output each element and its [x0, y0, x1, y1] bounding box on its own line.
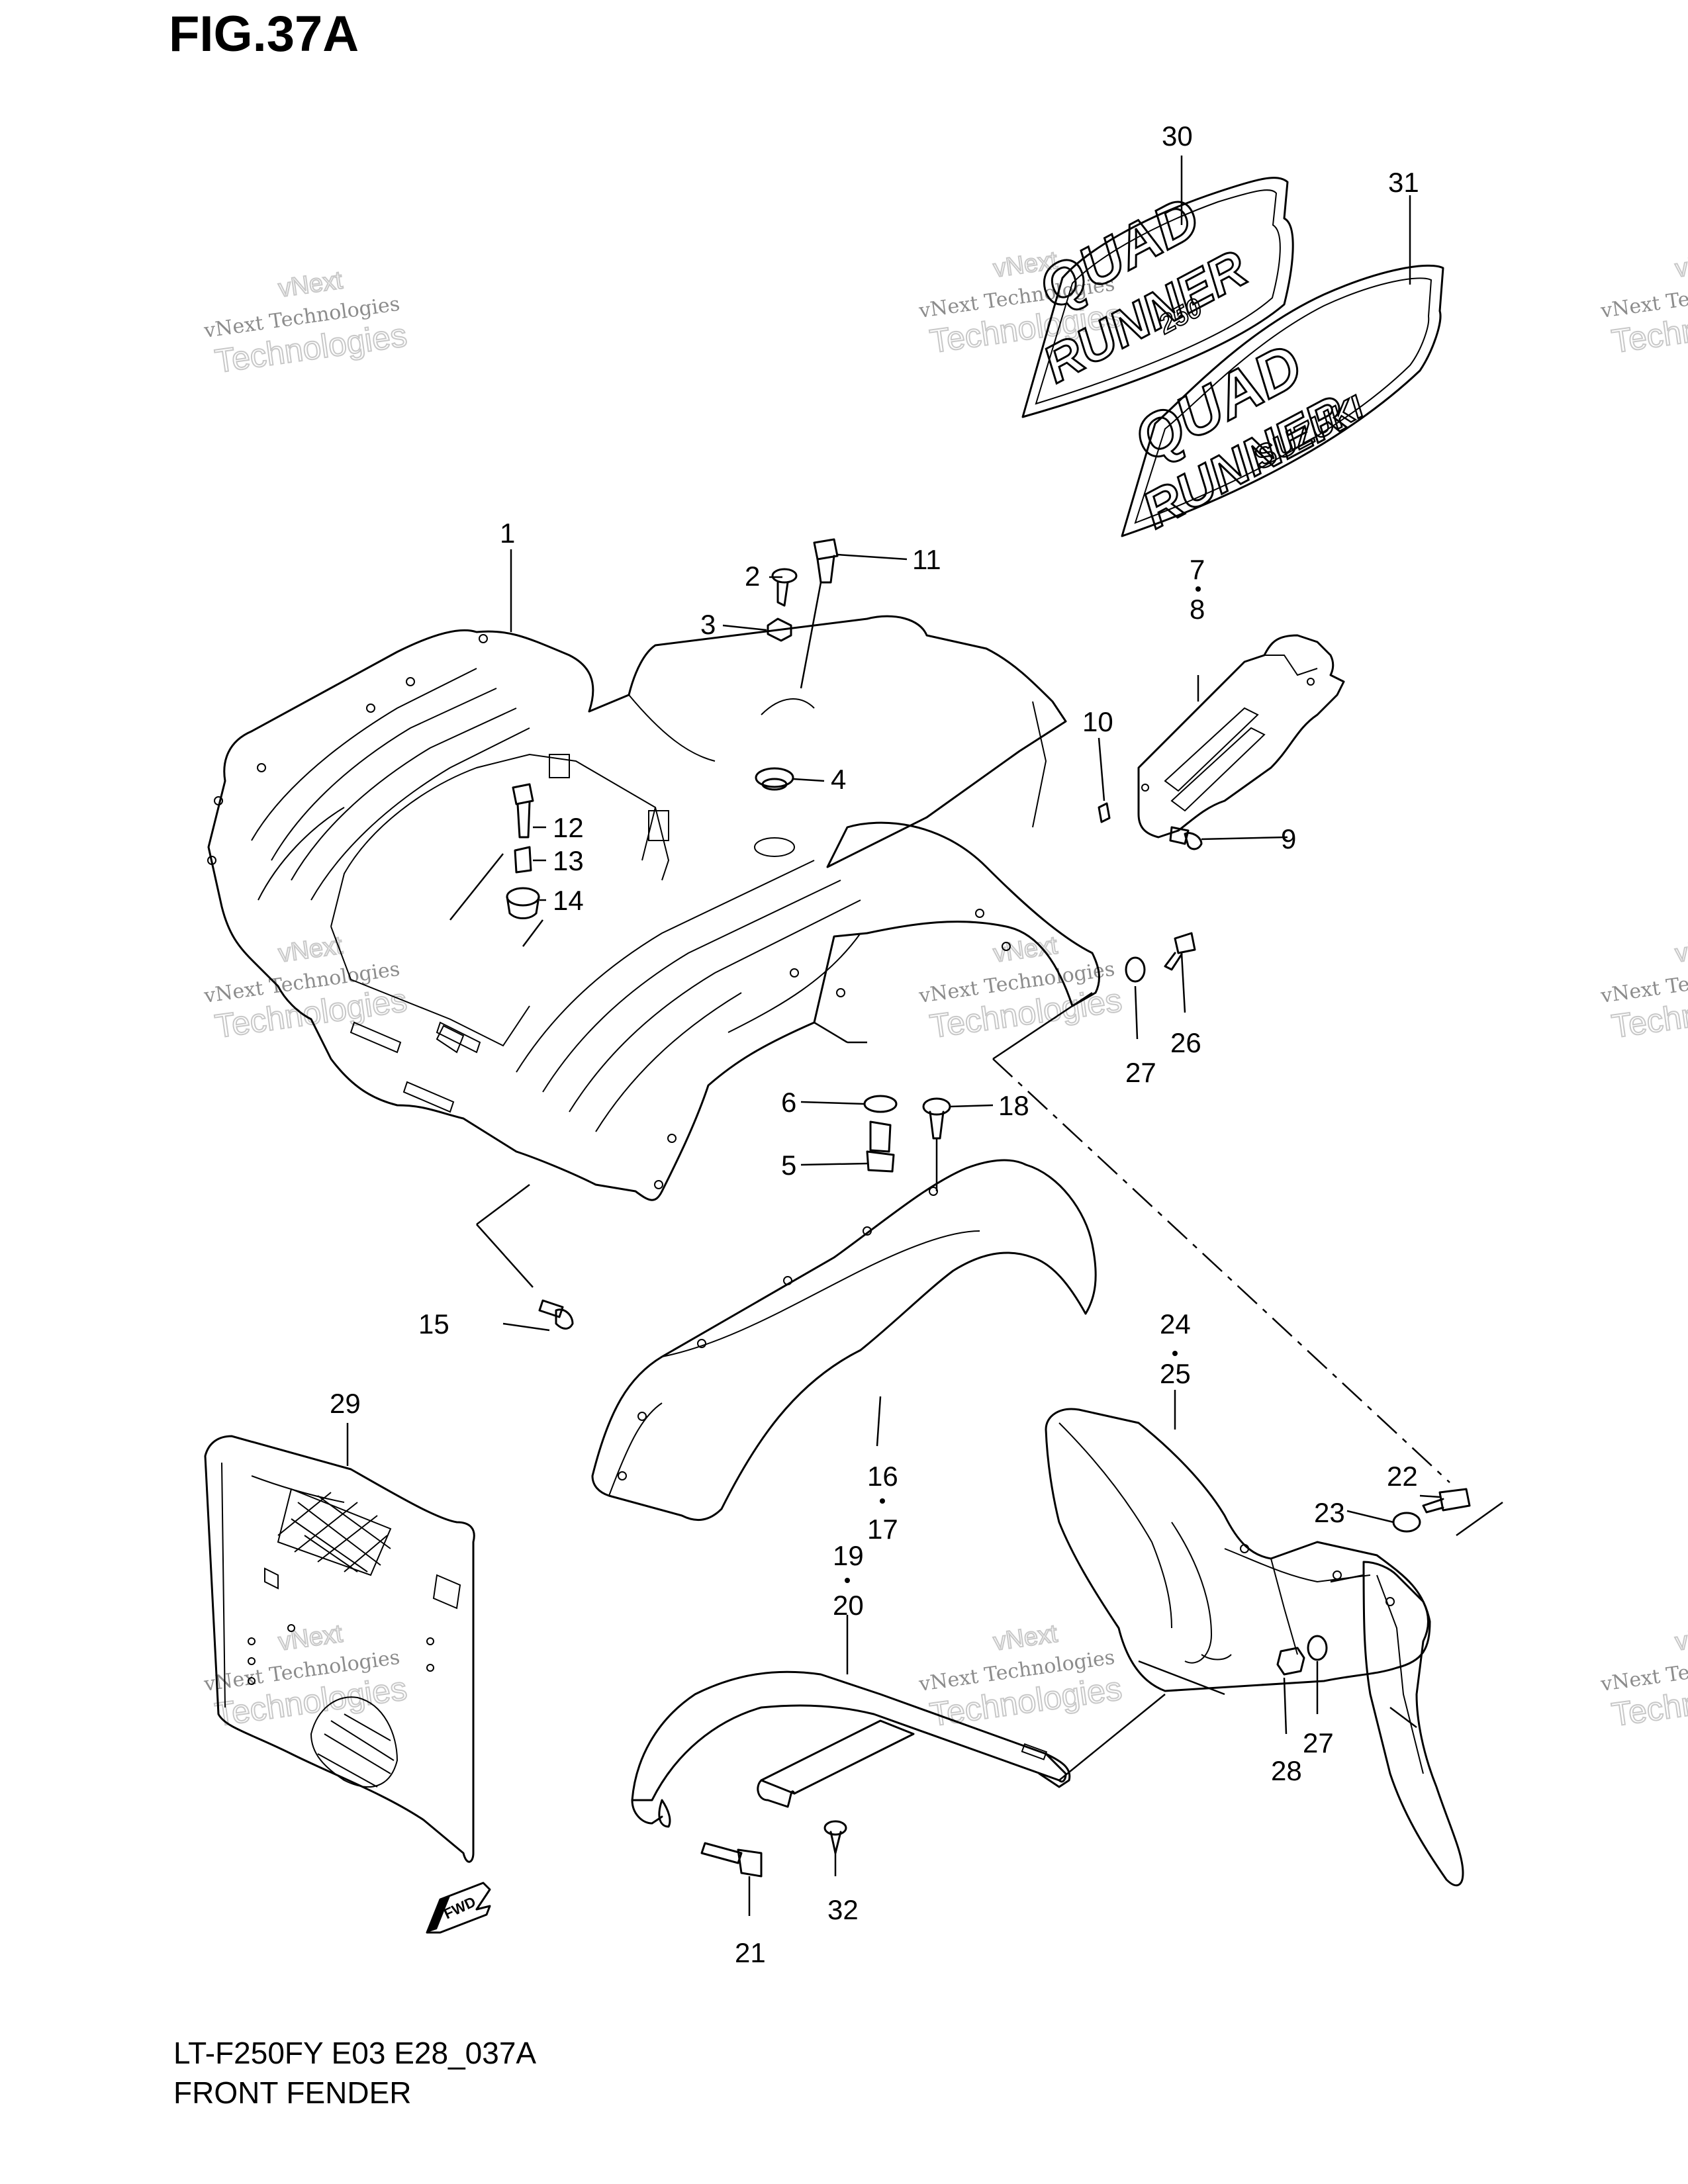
- part-label-32: 32: [827, 1894, 859, 1925]
- part-label-7: 7: [1190, 554, 1205, 585]
- bolt-12: [512, 783, 534, 839]
- section-title: FRONT FENDER: [173, 2075, 412, 2110]
- part-label-29: 29: [330, 1388, 361, 1419]
- part-label-3: 3: [700, 609, 716, 640]
- part-label-30: 30: [1162, 120, 1193, 152]
- leader-lines: [346, 156, 1503, 1916]
- washer-27-upper: [1125, 956, 1146, 983]
- part-label-21: 21: [735, 1937, 766, 1968]
- watermark-brand: vNext: [1673, 1619, 1688, 1656]
- front-bumper-19-20: [631, 1670, 1071, 1828]
- part-labels: 30 31 1 2 3 11 4 12 13 14 7 8 10 9 26 27…: [330, 120, 1419, 1968]
- part-label-9: 9: [1281, 823, 1296, 854]
- washer-23: [1392, 1512, 1421, 1533]
- washer-27-lower: [1307, 1635, 1328, 1661]
- part-label-28: 28: [1271, 1755, 1302, 1786]
- part-label-6: 6: [781, 1087, 796, 1118]
- watermarks: vNext vNext Technologies Technologies vN…: [202, 246, 1688, 1733]
- part-label-4: 4: [831, 764, 846, 795]
- part-label-10: 10: [1082, 706, 1113, 737]
- mud-guard-29: [204, 1435, 475, 1863]
- watermark-brand: vNext: [992, 1619, 1059, 1656]
- watermark-top-left: vNext vNext Technologies Technologies: [202, 265, 410, 380]
- part-label-24: 24: [1160, 1308, 1191, 1340]
- part-label-17: 17: [867, 1514, 898, 1545]
- part-label-5: 5: [781, 1150, 796, 1181]
- watermark-brand: vNext: [1673, 931, 1688, 968]
- part-label-16: 16: [867, 1461, 898, 1492]
- watermark-low-right: vNext vNext Technologies Technologies: [1599, 1619, 1688, 1733]
- part-label-26: 26: [1170, 1027, 1201, 1058]
- model-code: LT-F250FY E03 E28_037A: [173, 2036, 537, 2070]
- part-label-15: 15: [418, 1308, 449, 1340]
- washer-6: [863, 1095, 898, 1113]
- part-label-14: 14: [553, 885, 584, 916]
- watermark-low-mid: vNext vNext Technologies Technologies: [917, 1619, 1125, 1733]
- watermark-low-left: vNext vNext Technologies Technologies: [202, 1619, 410, 1733]
- part-label-11: 11: [912, 544, 941, 575]
- bolt-9: [1169, 826, 1203, 850]
- figure-number: FIG.37A: [169, 6, 359, 62]
- part-label-20: 20: [833, 1590, 864, 1621]
- grommet-4: [755, 767, 794, 791]
- part-label-13: 13: [553, 845, 584, 876]
- part-label-22: 22: [1387, 1461, 1418, 1492]
- part-label-23: 23: [1314, 1497, 1345, 1528]
- collar-13: [514, 846, 532, 874]
- watermark-mid-right: vNext vNext Technologies Technologies: [1599, 931, 1688, 1045]
- clip-32: [823, 1820, 847, 1854]
- part-label-19: 19: [833, 1540, 864, 1571]
- front-fender-body: [207, 615, 1100, 1201]
- watermark-brand: vNext: [277, 1619, 344, 1656]
- nut-28: [1276, 1647, 1305, 1676]
- nut-3: [767, 617, 792, 642]
- front-fender-lower: [591, 1159, 1097, 1522]
- part-label-25: 25: [1160, 1358, 1191, 1389]
- bolt-5: [866, 1120, 895, 1173]
- bolt-21: [700, 1842, 763, 1878]
- watermark-brand: vNext: [277, 266, 344, 302]
- inner-mudguard-24-25: [1045, 1408, 1464, 1887]
- screw-2: [771, 568, 798, 607]
- part-label-27-lower: 27: [1303, 1727, 1334, 1758]
- watermark-brand: vNext: [1673, 246, 1688, 283]
- bolt-15: [538, 1299, 574, 1330]
- watermark-mid-left: vNext vNext Technologies Technologies: [202, 931, 410, 1045]
- watermark-brand: vNext: [992, 931, 1059, 968]
- bolt-26: [1164, 932, 1196, 971]
- rivet-18: [922, 1097, 951, 1140]
- side-bracket-7-8: [1098, 634, 1345, 839]
- bolt-11: [813, 538, 839, 584]
- bolt-22: [1422, 1488, 1471, 1514]
- part-label-2: 2: [745, 561, 760, 592]
- cushion-14: [506, 887, 540, 919]
- part-label-31: 31: [1388, 167, 1419, 198]
- part-label-8: 8: [1190, 594, 1205, 625]
- fasteners: [506, 538, 1471, 1878]
- part-label-18: 18: [998, 1090, 1029, 1121]
- part-label-27-upper: 27: [1125, 1057, 1156, 1088]
- watermark-mid-mid: vNext vNext Technologies Technologies: [917, 931, 1125, 1045]
- fwd-arrow: FWD: [426, 1882, 491, 1934]
- part-label-12: 12: [553, 812, 584, 843]
- watermark-top-right: vNext vNext Technologies Technologies: [1599, 246, 1688, 360]
- part-label-1: 1: [500, 518, 515, 549]
